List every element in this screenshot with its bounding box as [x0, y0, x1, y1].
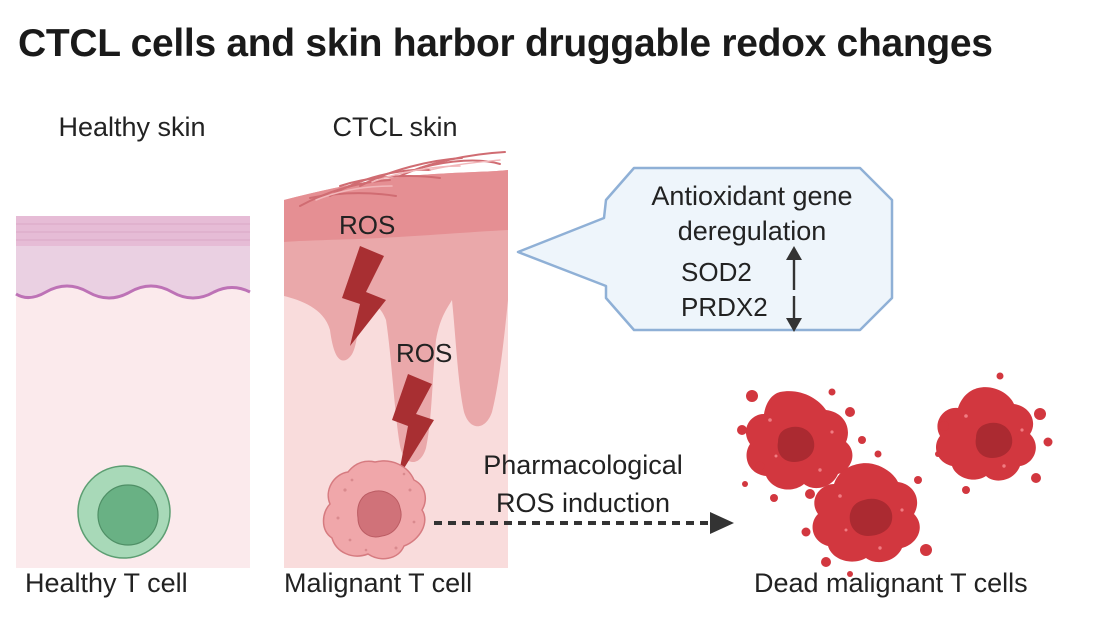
gene-prdx2: PRDX2: [681, 292, 768, 322]
ctcl-skin-label: CTCL skin: [332, 112, 458, 142]
ros-label: ROS: [396, 338, 453, 368]
gene-sod2: SOD2: [681, 257, 752, 287]
healthy-t-cell-label: Healthy T cell: [25, 568, 188, 598]
dead-t-cells-label: Dead malignant T cells: [754, 568, 1028, 598]
skin-scales-light: [315, 159, 501, 201]
arrow-label-line-2: ROS induction: [495, 488, 671, 518]
healthy-stratum-corneum: [16, 216, 250, 246]
healthy-skin-panel: [15, 216, 251, 568]
arrow-label-line-1: Pharmacological: [483, 450, 683, 480]
dead-cell: [737, 388, 866, 502]
malignant-t-cell: [322, 460, 427, 560]
pharmacological-arrow: [434, 512, 734, 534]
healthy-basement-line: [15, 284, 251, 300]
callout-line-2: deregulation: [677, 216, 827, 246]
ctcl-stratum-corneum: [284, 170, 508, 242]
malignant-t-cell-label: Malignant T cell: [284, 568, 473, 598]
antioxidant-callout: [516, 166, 894, 332]
ros-bolt-icon: [392, 374, 434, 478]
healthy-t-cell: [77, 465, 171, 559]
arrow-down-icon: [786, 296, 802, 332]
ctcl-epidermis: [284, 170, 508, 463]
dead-cell: [801, 450, 932, 577]
arrow-up-icon: [786, 246, 802, 290]
ros-bolt-icon: [342, 246, 386, 346]
figure-title: CTCL cells and skin harbor druggable red…: [18, 22, 993, 65]
healthy-skin-label: Healthy skin: [58, 112, 206, 142]
callout-line-1: Antioxidant gene: [651, 181, 853, 211]
ctcl-skin-panel: [284, 151, 508, 568]
ros-label: ROS: [339, 210, 396, 240]
dead-cell: [935, 372, 1053, 494]
